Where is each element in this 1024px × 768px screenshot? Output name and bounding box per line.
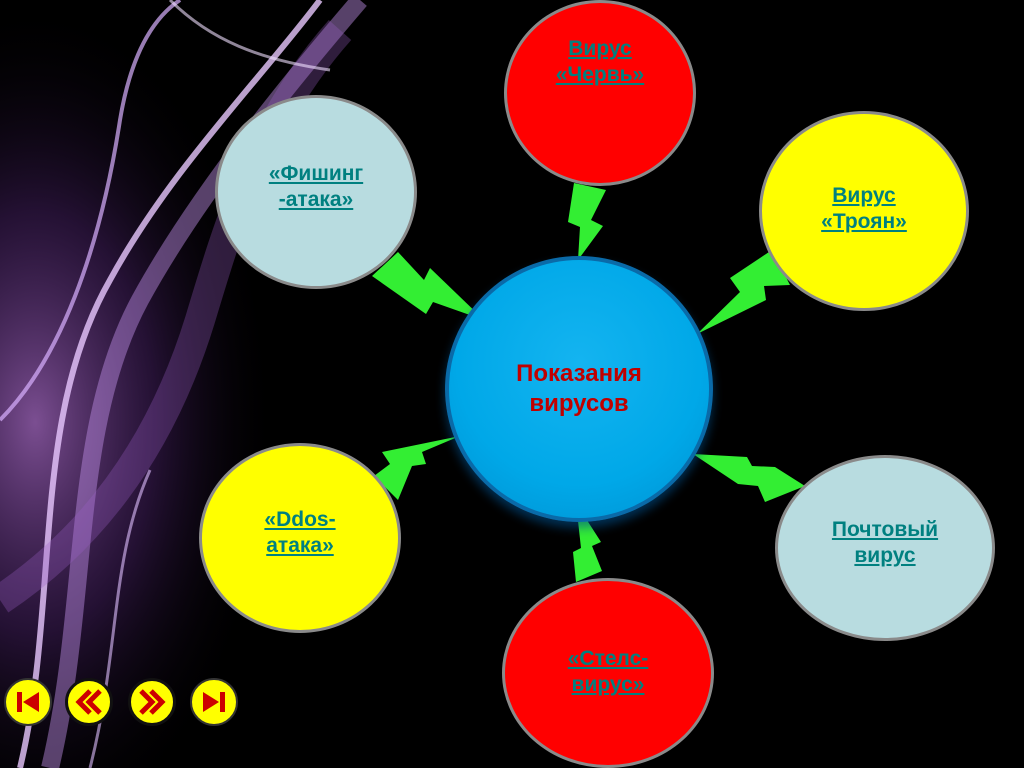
previous-slide-button[interactable] bbox=[65, 678, 113, 726]
node-worm-link[interactable]: Вирус «Червь» bbox=[556, 36, 644, 88]
node-worm[interactable]: Вирус «Червь» bbox=[504, 0, 696, 186]
center-label-line-2: вирусов bbox=[529, 390, 629, 417]
node-phishing-line-2: -атака» bbox=[278, 188, 354, 211]
node-trojan-line-1: Вирус bbox=[832, 184, 896, 207]
double-chevron-left-icon bbox=[75, 689, 102, 715]
skip-forward-icon bbox=[203, 692, 225, 712]
node-mail[interactable]: Почтовый вирус bbox=[775, 455, 995, 641]
double-chevron-right-icon bbox=[139, 689, 166, 715]
first-slide-button[interactable] bbox=[4, 678, 52, 726]
node-stealth[interactable]: «Стелс-вирус» bbox=[502, 578, 714, 768]
connector-worm bbox=[568, 183, 606, 260]
last-slide-button[interactable] bbox=[190, 678, 238, 726]
center-hub: Показания вирусов bbox=[445, 256, 713, 522]
node-worm-line-2: «Червь» bbox=[555, 63, 645, 86]
node-trojan-line-2: «Троян» bbox=[821, 210, 907, 233]
center-label-line-1: Показания bbox=[516, 360, 642, 387]
skip-back-icon bbox=[17, 692, 39, 712]
center-label: Показания вирусов bbox=[516, 359, 642, 419]
node-phishing-line-1: «Фишинг bbox=[268, 162, 364, 185]
connector-trojan bbox=[697, 250, 790, 334]
connector-ddos bbox=[374, 436, 460, 500]
connector-stealth bbox=[573, 503, 602, 582]
node-phishing-link[interactable]: «Фишинг -атака» bbox=[269, 161, 363, 213]
node-mail-line-2: вирус bbox=[854, 544, 916, 567]
node-ddos-link[interactable]: «Ddos-атака» bbox=[264, 507, 335, 559]
connector-phishing bbox=[372, 252, 484, 320]
node-ddos-line-1: «Ddos- bbox=[264, 508, 336, 531]
node-trojan-link[interactable]: Вирус «Троян» bbox=[821, 183, 907, 235]
node-stealth-line-2: вирус» bbox=[571, 673, 645, 696]
node-ddos[interactable]: «Ddos-атака» bbox=[199, 443, 401, 633]
node-phishing[interactable]: «Фишинг -атака» bbox=[215, 95, 417, 289]
node-worm-line-1: Вирус bbox=[568, 37, 632, 60]
node-stealth-link[interactable]: «Стелс-вирус» bbox=[568, 646, 649, 698]
next-slide-button[interactable] bbox=[128, 678, 176, 726]
node-mail-line-1: Почтовый bbox=[831, 518, 939, 541]
node-ddos-line-2: атака» bbox=[266, 534, 334, 557]
node-trojan[interactable]: Вирус «Троян» bbox=[759, 111, 969, 311]
node-mail-link[interactable]: Почтовый вирус bbox=[832, 517, 938, 569]
connector-mail bbox=[693, 454, 805, 502]
node-stealth-line-1: «Стелс- bbox=[567, 647, 649, 670]
